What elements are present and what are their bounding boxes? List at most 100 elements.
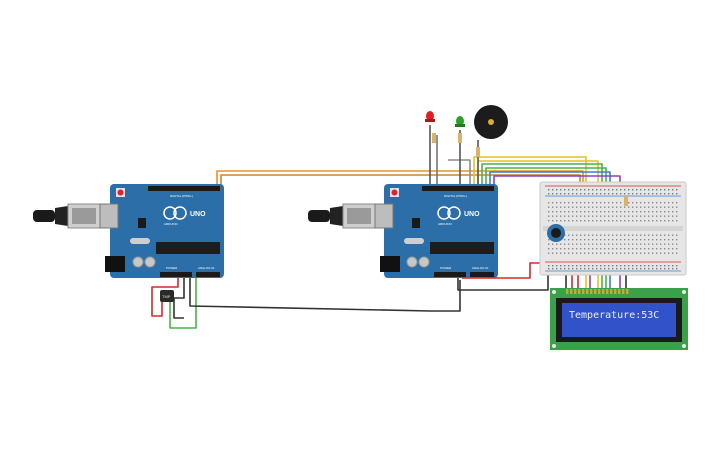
breadboard-hole bbox=[588, 252, 590, 254]
wire-grey[interactable] bbox=[448, 159, 471, 190]
rail-hole bbox=[620, 189, 622, 191]
resistor-2[interactable] bbox=[458, 133, 462, 143]
breadboard-hole bbox=[592, 248, 594, 250]
wire-black-link[interactable] bbox=[189, 278, 461, 312]
power-header bbox=[434, 272, 466, 277]
potentiometer[interactable] bbox=[547, 224, 565, 242]
lcd-display[interactable]: Temperature:53C bbox=[550, 288, 688, 350]
breadboard-hole bbox=[548, 243, 550, 245]
breadboard-hole bbox=[620, 206, 622, 208]
breadboard-hole bbox=[576, 215, 578, 217]
rail-hole bbox=[640, 268, 642, 270]
arduino-logo-icon-2 bbox=[173, 206, 187, 220]
breadboard-hole bbox=[584, 211, 586, 213]
breadboard-hole bbox=[584, 243, 586, 245]
rail-hole bbox=[596, 193, 598, 195]
breadboard-hole bbox=[572, 215, 574, 217]
breadboard-hole bbox=[636, 202, 638, 204]
breadboard-hole bbox=[576, 234, 578, 236]
resistor-breadboard[interactable] bbox=[624, 196, 628, 206]
breadboard-hole bbox=[664, 234, 666, 236]
usb-plug-inner bbox=[347, 208, 371, 224]
wire-black-gnd[interactable] bbox=[457, 273, 549, 291]
analog-label: ANALOG IN bbox=[472, 266, 488, 270]
breadboard-hole bbox=[600, 234, 602, 236]
breadboard-hole bbox=[632, 243, 634, 245]
rail-hole bbox=[548, 265, 550, 267]
breadboard-hole bbox=[596, 220, 598, 222]
resistor-1[interactable] bbox=[432, 133, 436, 143]
buzzer-center bbox=[488, 119, 494, 125]
rail-hole bbox=[588, 265, 590, 267]
arduino-right[interactable]: UNO ARDUINO DIGITAL (PWM~) POWER ANALOG … bbox=[308, 184, 498, 278]
breadboard-hole bbox=[648, 215, 650, 217]
breadboard-hole bbox=[640, 248, 642, 250]
rail-hole bbox=[616, 189, 618, 191]
rail-hole bbox=[556, 268, 558, 270]
breadboard-hole bbox=[672, 215, 674, 217]
breadboard-hole bbox=[568, 234, 570, 236]
temperature-sensor[interactable]: TMP bbox=[160, 290, 174, 302]
rail-hole bbox=[672, 268, 674, 270]
breadboard-hole bbox=[616, 211, 618, 213]
led-green[interactable] bbox=[455, 116, 465, 127]
breadboard-hole bbox=[580, 206, 582, 208]
breadboard-hole bbox=[668, 248, 670, 250]
rail-hole bbox=[548, 268, 550, 270]
lcd-pin bbox=[570, 289, 573, 294]
usb-cable-plug bbox=[33, 210, 55, 222]
led-red[interactable] bbox=[425, 111, 435, 122]
rail-hole bbox=[636, 193, 638, 195]
breadboard-hole bbox=[628, 239, 630, 241]
breadboard-hole bbox=[608, 248, 610, 250]
breadboard-hole bbox=[560, 248, 562, 250]
breadboard-hole bbox=[600, 220, 602, 222]
resistor-3[interactable] bbox=[476, 147, 480, 157]
buzzer[interactable] bbox=[474, 105, 508, 139]
rail-hole bbox=[624, 189, 626, 191]
led-red-dome bbox=[426, 111, 434, 121]
breadboard-hole bbox=[640, 234, 642, 236]
breadboard-hole bbox=[648, 220, 650, 222]
lcd-pin bbox=[590, 289, 593, 294]
breadboard[interactable] bbox=[539, 181, 687, 276]
center-channel bbox=[543, 226, 683, 231]
breadboard-hole bbox=[592, 239, 594, 241]
breadboard-hole bbox=[624, 215, 626, 217]
breadboard-hole bbox=[656, 202, 658, 204]
wire-red-power[interactable] bbox=[462, 262, 546, 279]
breadboard-hole bbox=[668, 239, 670, 241]
breadboard-hole bbox=[600, 215, 602, 217]
breadboard-hole bbox=[620, 248, 622, 250]
breadboard-hole bbox=[636, 239, 638, 241]
lcd-text: Temperature:53C bbox=[569, 310, 659, 321]
power-jack bbox=[380, 256, 400, 272]
breadboard-hole bbox=[596, 239, 598, 241]
lcd-pin bbox=[598, 289, 601, 294]
usb-plug-inner bbox=[72, 208, 96, 224]
breadboard-hole bbox=[640, 220, 642, 222]
reset-button-cap[interactable] bbox=[117, 189, 124, 196]
breadboard-hole bbox=[548, 252, 550, 254]
wire-red-sensor[interactable] bbox=[151, 278, 179, 317]
breadboard-hole bbox=[588, 220, 590, 222]
rail-hole bbox=[660, 193, 662, 195]
rail-hole bbox=[620, 193, 622, 195]
arduino-left[interactable]: UNO ARDUINO DIGITAL (PWM~) POWER ANALOG … bbox=[33, 184, 224, 278]
breadboard-hole bbox=[572, 243, 574, 245]
icsp-header bbox=[138, 218, 146, 228]
usb-cable-boot bbox=[55, 206, 68, 226]
breadboard-hole bbox=[584, 220, 586, 222]
breadboard-hole bbox=[560, 220, 562, 222]
breadboard-hole bbox=[580, 211, 582, 213]
wire-green-sensor[interactable] bbox=[169, 278, 197, 329]
breadboard-hole bbox=[676, 202, 678, 204]
lcd-pin bbox=[594, 289, 597, 294]
wire-black-sensor[interactable] bbox=[173, 278, 185, 319]
lcd-mount-hole bbox=[552, 344, 556, 348]
breadboard-hole bbox=[648, 248, 650, 250]
breadboard-hole bbox=[572, 239, 574, 241]
reset-button-cap[interactable] bbox=[391, 189, 398, 196]
breadboard-hole bbox=[604, 239, 606, 241]
rail-hole bbox=[572, 189, 574, 191]
